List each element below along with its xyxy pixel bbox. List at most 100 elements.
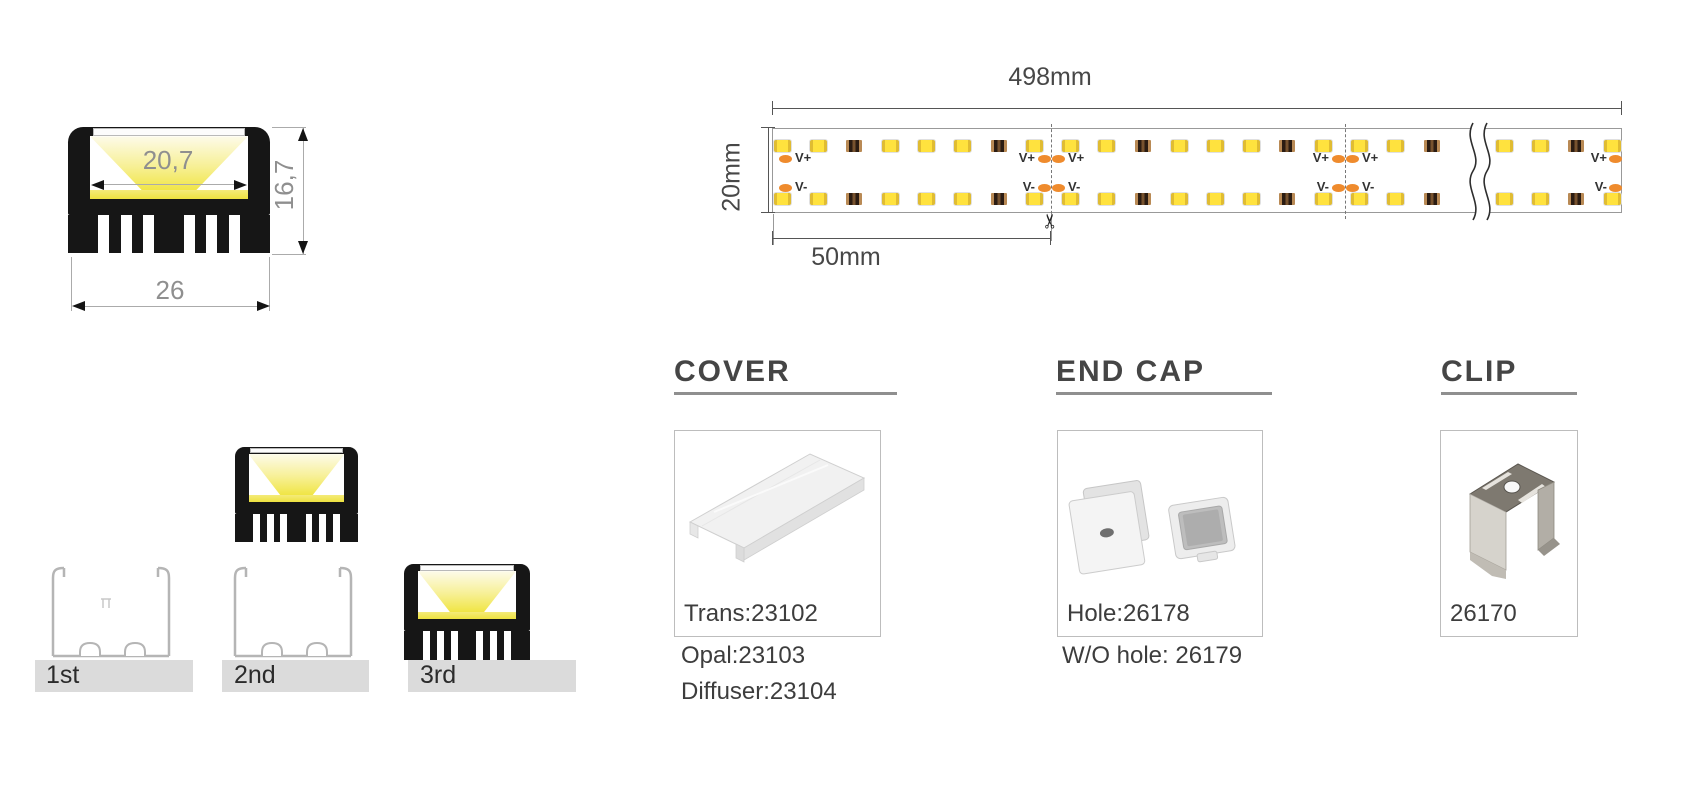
dim-height-ext-top (272, 127, 306, 128)
profile-cavity (90, 136, 248, 200)
heatsink-fin (497, 631, 505, 660)
led-chip (1241, 139, 1261, 153)
led-chip (772, 139, 792, 153)
led-chip (916, 139, 936, 153)
cover-product-image (688, 453, 866, 563)
pad-label: V+ (1362, 150, 1379, 165)
solder-pad (1346, 155, 1359, 163)
led-strip: V+V-V+V+V-V-V+V+V-V-V+V-✂ (772, 122, 1622, 245)
led-chip (1025, 139, 1045, 153)
section-underline (1441, 392, 1577, 395)
heatsink-fin (273, 513, 281, 542)
dim-arrow-down-icon (298, 241, 308, 254)
led-chip (1494, 139, 1514, 153)
dim-length-tick-right (1621, 101, 1622, 115)
pad-label: V- (1594, 179, 1607, 194)
resistor-chip (1135, 193, 1151, 205)
led-chip (1241, 192, 1261, 206)
dim-inner-width-line (104, 184, 234, 185)
dim-stripwidth-tick-bottom (761, 212, 775, 213)
step-label-3: 3rd (420, 661, 457, 689)
dim-outer-width-label: 26 (155, 275, 185, 305)
resistor-chip (1279, 193, 1296, 205)
dim-cut-tick-left (772, 231, 773, 245)
step-label-1: 1st (46, 661, 80, 689)
resistor-chip (1279, 140, 1296, 152)
resistor-chip (990, 193, 1007, 205)
strip-length-label: 498mm (1008, 63, 1092, 91)
led-chip (1061, 192, 1081, 206)
cover-code-diffuser: Diffuser:23104 (681, 678, 837, 705)
led-chip (1061, 139, 1081, 153)
dim-length-tick-left (772, 101, 773, 115)
screw-bump (119, 641, 151, 657)
dim-outer-line (85, 306, 257, 307)
resistor-chip (1568, 193, 1585, 205)
heatsink-fin (109, 215, 121, 253)
profile-cover (250, 447, 343, 454)
led-chip (1386, 139, 1406, 153)
profile-cover (419, 564, 515, 571)
screw-hole-mark (101, 598, 111, 608)
led-light-beam (417, 571, 517, 613)
led-chip (1025, 192, 1045, 206)
section-underline (674, 392, 897, 395)
dim-height-ext-bottom (272, 254, 306, 255)
pad-label: V+ (1590, 150, 1607, 165)
screw-bump (301, 641, 333, 657)
heatsink-fin (235, 513, 254, 542)
led-chip (1530, 192, 1550, 206)
clip-code: 26170 (1450, 600, 1517, 627)
led-glow-band (248, 494, 345, 502)
solder-pad (1609, 155, 1622, 163)
solder-pad (1038, 155, 1051, 163)
pad-label: V- (1316, 179, 1329, 194)
profile-cavity (248, 454, 345, 502)
led-chip (1386, 192, 1406, 206)
profile-cover (93, 128, 245, 136)
led-chip (808, 139, 828, 153)
led-chip (1494, 192, 1514, 206)
clip-wall (157, 566, 171, 656)
solder-pad (1609, 184, 1622, 192)
led-chip (1097, 192, 1117, 206)
led-light-beam (248, 454, 345, 495)
endcap-code-wohole: W/O hole: 26179 (1062, 642, 1243, 669)
solder-pad (1052, 155, 1065, 163)
heatsink-fin (326, 513, 333, 542)
dim-inner-width-label: 20,7 (142, 145, 194, 175)
step-label-2: 2nd (234, 661, 276, 689)
heatsink-fin (429, 631, 437, 660)
strip-break-mark (1469, 122, 1491, 221)
led-chip (1602, 192, 1622, 206)
main-cross-section (68, 127, 270, 253)
resistor-chip (1135, 140, 1151, 152)
wall-notch-left (90, 150, 95, 157)
section-title-cover: COVER (674, 355, 791, 388)
screw-bump (74, 641, 106, 657)
led-chip (1169, 139, 1189, 153)
section-title-clip: CLIP (1441, 355, 1518, 388)
heatsink-fin (239, 215, 270, 253)
pad-label: V- (795, 179, 808, 194)
dim-arrow-right-icon (257, 301, 270, 311)
clip-wall (233, 566, 247, 656)
clip-wall (51, 566, 65, 656)
led-chip (772, 192, 792, 206)
heatsink-fin (68, 215, 99, 253)
clip-product-image (1468, 463, 1560, 579)
led-chip (808, 192, 828, 206)
clip-image-box (1440, 430, 1578, 637)
heatsink-fin (312, 513, 320, 542)
led-chip (1350, 139, 1370, 153)
pad-label: V- (1022, 179, 1035, 194)
heatsink-fin (511, 631, 530, 660)
led-chip (880, 139, 900, 153)
screw-bump (256, 641, 288, 657)
solder-pad (1332, 155, 1345, 163)
dim-stripwidth-tick-top (761, 127, 775, 128)
led-glow-band (90, 190, 248, 200)
led-chip (1530, 139, 1550, 153)
led-chip (1314, 192, 1333, 206)
